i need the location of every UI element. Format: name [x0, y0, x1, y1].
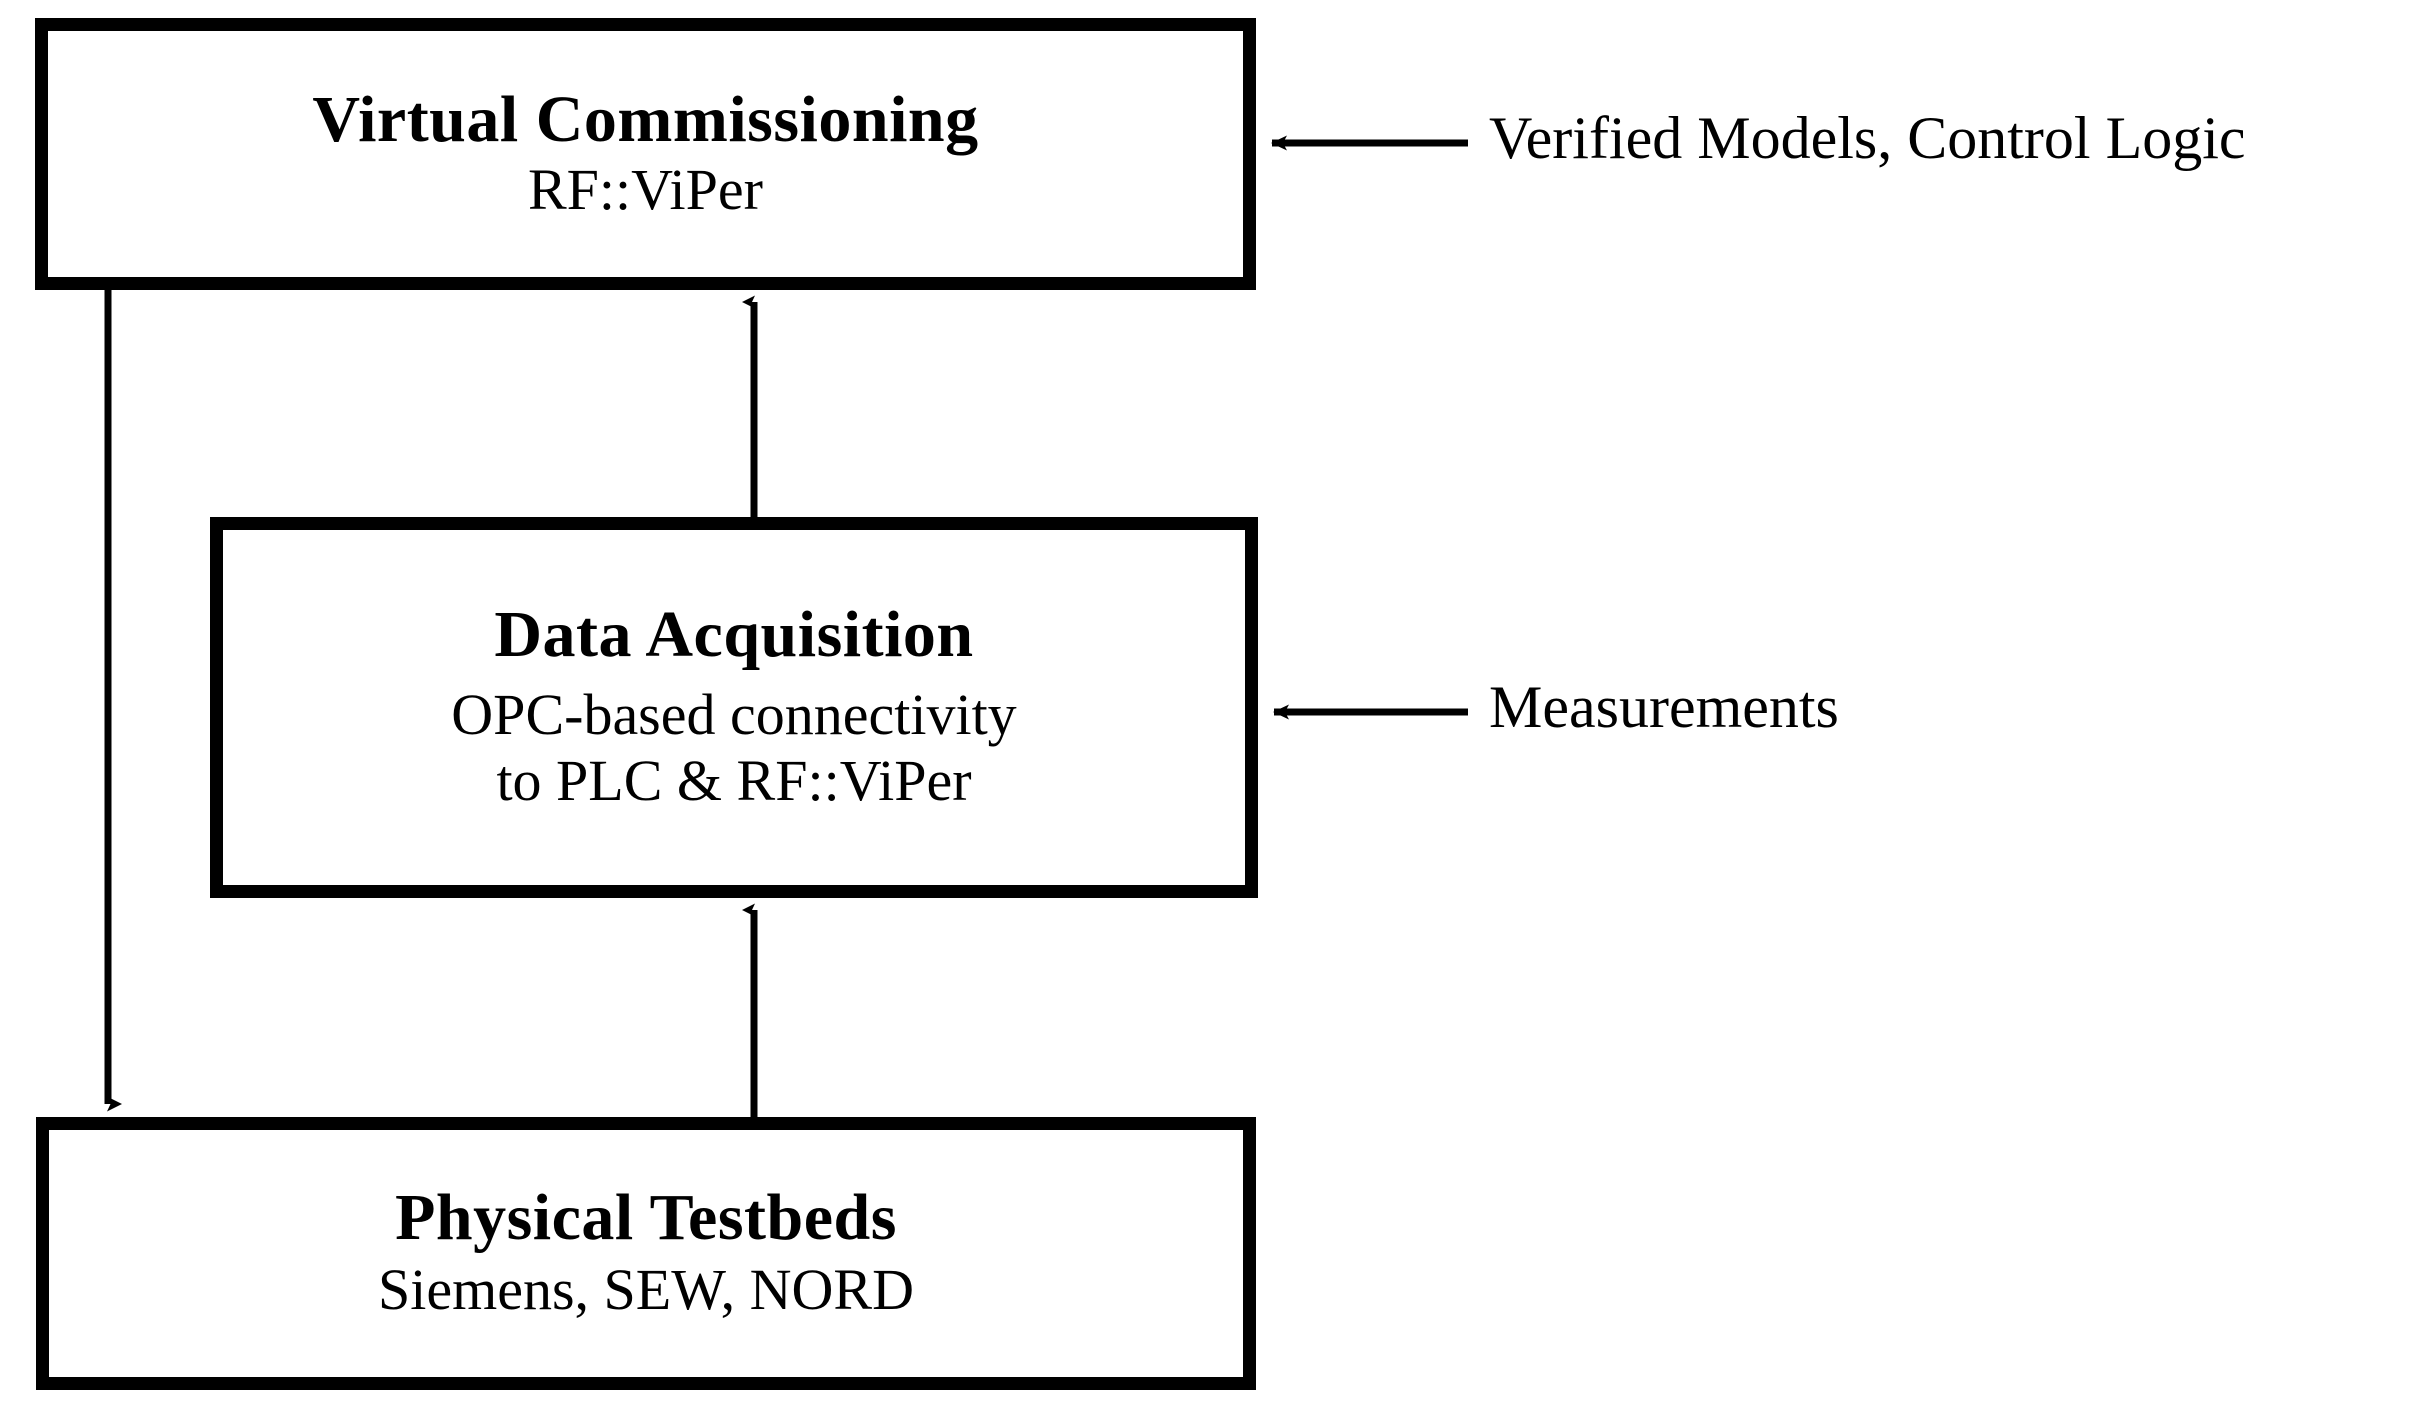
node-data-acquisition-title: Data Acquisition: [494, 598, 974, 672]
node-data-acquisition-subtitle-line2: to PLC & RF::ViPer: [496, 748, 972, 814]
edge-label-measurements: Measurements: [1489, 674, 1839, 740]
node-data-acquisition[interactable]: Data Acquisition OPC-based connectivity …: [210, 517, 1258, 898]
edge-label-verified-models: Verified Models, Control Logic: [1489, 105, 2246, 171]
node-physical-testbeds-subtitle: Siemens, SEW, NORD: [378, 1257, 914, 1323]
node-physical-testbeds-title: Physical Testbeds: [395, 1181, 897, 1255]
node-virtual-commissioning[interactable]: Virtual Commissioning RF::ViPer: [35, 18, 1256, 290]
node-data-acquisition-subtitle-line1: OPC-based connectivity: [451, 682, 1017, 748]
node-physical-testbeds[interactable]: Physical Testbeds Siemens, SEW, NORD: [36, 1117, 1256, 1390]
node-virtual-commissioning-title: Virtual Commissioning: [312, 82, 979, 156]
node-virtual-commissioning-subtitle: RF::ViPer: [527, 156, 763, 222]
